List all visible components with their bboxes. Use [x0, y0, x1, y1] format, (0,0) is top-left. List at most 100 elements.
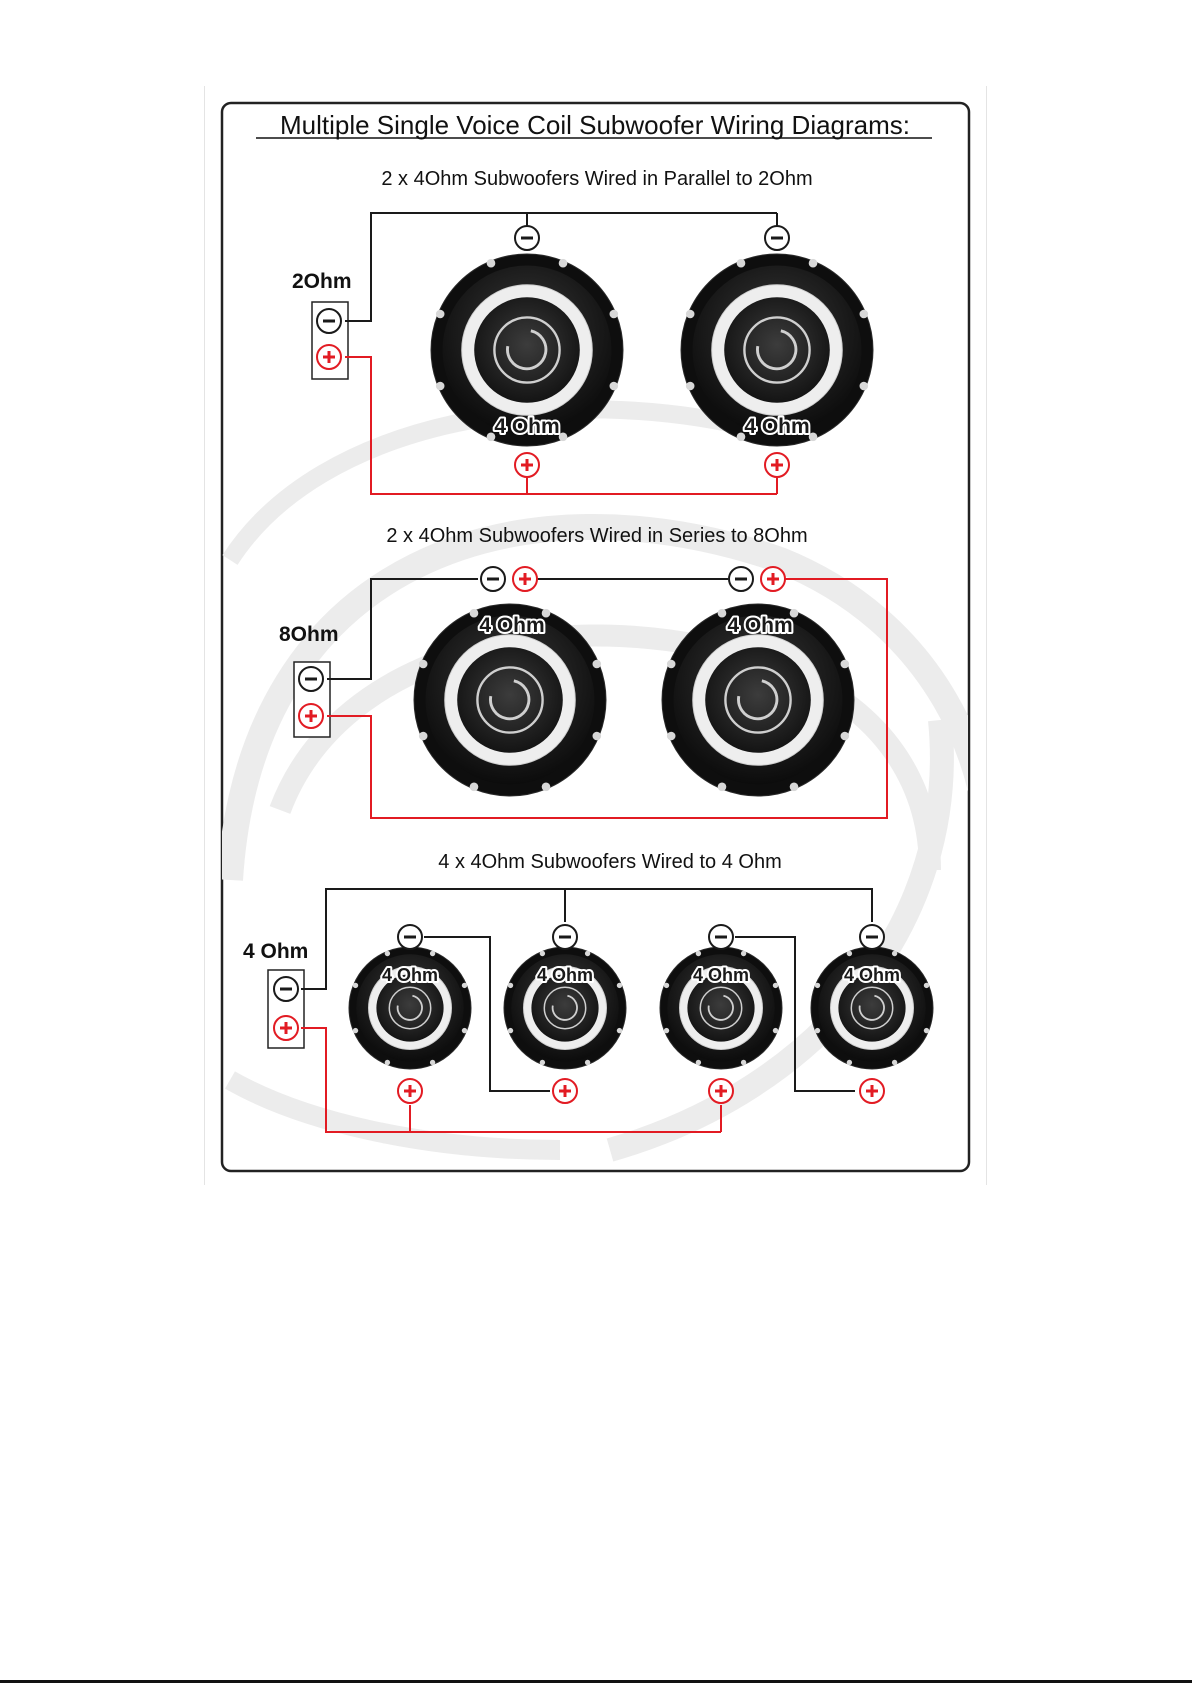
mounting-notch [737, 259, 746, 268]
mounting-notch [617, 983, 622, 988]
mounting-notch [353, 1028, 358, 1033]
plus-terminal-icon [553, 1079, 577, 1103]
mounting-notch [773, 1028, 778, 1033]
plus-terminal-icon [274, 1016, 298, 1040]
mounting-notch [809, 259, 818, 268]
amp-label-series: 8Ohm [279, 623, 339, 646]
mounting-notch [892, 951, 897, 956]
plus-terminal-icon [398, 1079, 422, 1103]
mounting-notch [860, 382, 869, 391]
speaker-impedance-label: 4 Ohm [479, 614, 544, 637]
plus-terminal-icon [761, 567, 785, 591]
mounting-notch [860, 310, 869, 319]
subwoofer: 4 Ohm [660, 947, 782, 1069]
mounting-notch [593, 660, 602, 669]
plus-terminal-icon [765, 453, 789, 477]
mounting-notch [892, 1060, 897, 1065]
mounting-notch [470, 609, 479, 618]
minus-terminal-icon [515, 226, 539, 250]
mounting-notch [430, 951, 435, 956]
mounting-notch [542, 783, 551, 792]
mounting-notch [419, 732, 428, 741]
mounting-notch [353, 983, 358, 988]
subwoofer-cone [457, 647, 563, 753]
subwoofer: 4 Ohm [504, 947, 626, 1069]
minus-terminal-icon [860, 925, 884, 949]
subwoofer: 4 Ohm [414, 604, 606, 796]
subwoofer-cone [474, 297, 580, 403]
speaker-impedance-label: 4 Ohm [844, 965, 900, 985]
plus-terminal-icon [860, 1079, 884, 1103]
mounting-notch [462, 1028, 467, 1033]
minus-terminal-icon [553, 925, 577, 949]
mounting-notch [462, 983, 467, 988]
mounting-notch [419, 660, 428, 669]
mounting-notch [841, 660, 850, 669]
subwoofer-cone [724, 297, 830, 403]
minus-terminal-icon [729, 567, 753, 591]
mounting-notch [809, 433, 818, 442]
speaker-impedance-label: 4 Ohm [727, 614, 792, 637]
subwoofer: 4 Ohm [662, 604, 854, 796]
mounting-notch [741, 1060, 746, 1065]
mounting-notch [540, 1060, 545, 1065]
plus-terminal-icon [709, 1079, 733, 1103]
minus-terminal-icon [299, 667, 323, 691]
mounting-notch [773, 983, 778, 988]
mounting-notch [667, 660, 676, 669]
minus-terminal-icon [481, 567, 505, 591]
mounting-notch [815, 983, 820, 988]
mounting-notch [508, 983, 513, 988]
section-heading-four: 4 x 4Ohm Subwoofers Wired to 4 Ohm [438, 851, 781, 873]
mounting-notch [924, 983, 929, 988]
mounting-notch [847, 1060, 852, 1065]
mounting-notch [487, 259, 496, 268]
mounting-notch [667, 732, 676, 741]
plus-terminal-icon [317, 345, 341, 369]
section-heading-parallel: 2 x 4Ohm Subwoofers Wired in Parallel to… [381, 168, 812, 190]
mounting-notch [696, 1060, 701, 1065]
mounting-notch [385, 951, 390, 956]
mounting-notch [924, 1028, 929, 1033]
mounting-notch [585, 951, 590, 956]
speaker-impedance-label: 4 Ohm [744, 415, 809, 438]
plus-terminal-icon [515, 453, 539, 477]
plus-terminal-icon [299, 704, 323, 728]
mounting-notch [385, 1060, 390, 1065]
mounting-notch [718, 609, 727, 618]
mounting-notch [508, 1028, 513, 1033]
diagram-title: Multiple Single Voice Coil Subwoofer Wir… [280, 110, 910, 140]
mounting-notch [617, 1028, 622, 1033]
minus-terminal-icon [317, 309, 341, 333]
mounting-notch [610, 382, 619, 391]
plus-terminal-icon [513, 567, 537, 591]
subwoofer-cone [705, 647, 811, 753]
mounting-notch [841, 732, 850, 741]
minus-terminal-icon [765, 226, 789, 250]
section-heading-series: 2 x 4Ohm Subwoofers Wired in Series to 8… [386, 525, 807, 547]
mounting-notch [540, 951, 545, 956]
minus-terminal-icon [398, 925, 422, 949]
subwoofer: 4 Ohm [431, 254, 623, 446]
speaker-impedance-label: 4 Ohm [382, 965, 438, 985]
mounting-notch [470, 783, 479, 792]
mounting-notch [593, 732, 602, 741]
subwoofer: 4 Ohm [681, 254, 873, 446]
mounting-notch [815, 1028, 820, 1033]
mounting-notch [741, 951, 746, 956]
mounting-notch [686, 382, 695, 391]
mounting-notch [790, 783, 799, 792]
amp-label-parallel: 2Ohm [292, 270, 352, 293]
mounting-notch [436, 310, 445, 319]
speaker-impedance-label: 4 Ohm [693, 965, 749, 985]
mounting-notch [436, 382, 445, 391]
mounting-notch [559, 259, 568, 268]
mounting-notch [430, 1060, 435, 1065]
speaker-impedance-label: 4 Ohm [494, 415, 559, 438]
page-bottom-rule [0, 1680, 1192, 1683]
subwoofer: 4 Ohm [811, 947, 933, 1069]
minus-terminal-icon [709, 925, 733, 949]
mounting-notch [696, 951, 701, 956]
amp-label-four: 4 Ohm [243, 940, 308, 963]
